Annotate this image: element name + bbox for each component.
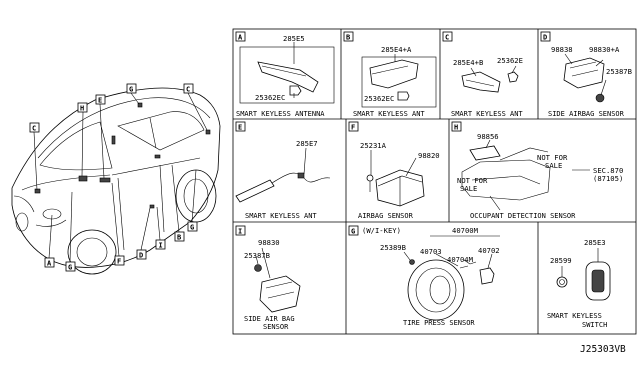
panel-caption: SIDE AIRBAG SENSOR xyxy=(548,110,625,118)
callout-f: F xyxy=(117,258,121,266)
panel-b: B 285E4+A 25362EC SMART KEYLESS ANT xyxy=(343,31,437,118)
callout-box xyxy=(29,122,40,133)
part-number: 285E7 xyxy=(296,139,318,148)
callout-d: D xyxy=(139,252,143,260)
car-callout-leaders xyxy=(33,92,208,263)
panel-caption: SIDE AIR BAG xyxy=(244,315,295,323)
callout-box xyxy=(187,221,198,232)
panel-caption-line2: SENSOR xyxy=(263,323,289,331)
section-reference-number: (87105) xyxy=(593,174,623,183)
panel-caption: SMART KEYLESS xyxy=(547,312,602,320)
car-callouts: C H E G C A G F D I B G xyxy=(29,83,198,272)
panel-caption: SMART KEYLESS ANTENNA xyxy=(236,110,325,118)
panel-caption-line2: SWITCH xyxy=(582,321,607,329)
callout-b: B xyxy=(177,234,181,242)
callout-a: A xyxy=(47,260,52,268)
panel-smart-keyless-switch: 285E3 28599 SMART KEYLESS SWITCH xyxy=(547,238,611,329)
panel-i-key: I xyxy=(238,228,242,236)
panel-i: I 98830 25387B SIDE AIR BAG SENSOR xyxy=(235,225,301,331)
panel-c: C 285E4+B 25362E SMART KEYLESS ANT xyxy=(442,31,523,118)
callout-c-2: C xyxy=(186,86,190,94)
callout-box xyxy=(183,83,194,94)
part-number: 28599 xyxy=(550,256,572,265)
part-number: 98856 xyxy=(477,132,499,141)
panel-caption: SMART KEYLESS ANT xyxy=(245,212,317,220)
part-number: 98830+A xyxy=(589,45,620,54)
part-number: 40704M xyxy=(447,255,474,264)
panel-grid xyxy=(232,28,637,335)
callout-box xyxy=(114,255,125,266)
panel-h: H 98856 NOT FOR SALE NOT FOR SALE SEC.87… xyxy=(451,121,623,220)
panel-e-key: E xyxy=(238,124,242,132)
reference-code: J25303VB xyxy=(580,344,626,355)
callout-box xyxy=(136,249,147,260)
part-number: 25362E xyxy=(497,56,523,65)
part-number: 40700M xyxy=(452,226,479,235)
panel-a-key: A xyxy=(238,34,243,42)
panel-d: D 98838 98830+A 25387B SIDE AIRBAG SENSO… xyxy=(540,31,632,118)
part-number: 25387B xyxy=(606,67,632,76)
panel-caption: SMART KEYLESS ANT xyxy=(451,110,523,118)
part-note: SALE xyxy=(545,161,562,170)
part-number: 25362EC xyxy=(255,93,285,102)
car-illustration xyxy=(11,87,221,275)
callout-box xyxy=(77,102,88,113)
callout-box xyxy=(65,261,76,272)
panel-f-key: F xyxy=(351,124,355,132)
callout-e: E xyxy=(98,97,102,105)
panel-f: F 25231A 98820 AIRBAG SENSOR xyxy=(348,121,440,220)
callout-g-2: G xyxy=(68,264,72,272)
panel-c-key: C xyxy=(445,34,449,42)
callout-box xyxy=(126,83,137,94)
part-note: SALE xyxy=(460,184,477,193)
panel-caption: TIRE PRESS SENSOR xyxy=(403,319,475,327)
part-number: 25389B xyxy=(380,243,406,252)
part-number: 25387B xyxy=(244,251,270,260)
callout-h: H xyxy=(80,105,84,113)
panel-caption: AIRBAG SENSOR xyxy=(358,212,414,220)
callout-box xyxy=(174,231,185,242)
panel-caption: SMART KEYLESS ANT xyxy=(353,110,425,118)
panel-b-key: B xyxy=(346,34,350,42)
panel-a: A 285E5 25362EC SMART KEYLESS ANTENNA xyxy=(235,31,335,118)
callout-g-1: G xyxy=(129,86,133,94)
callout-c-1: C xyxy=(32,125,36,133)
callout-box xyxy=(155,239,166,250)
part-number: 40703 xyxy=(420,247,442,256)
part-number: 285E3 xyxy=(584,238,606,247)
panel-e: E 285E7 SMART KEYLESS ANT xyxy=(235,121,331,220)
part-number: 98830 xyxy=(258,238,280,247)
callout-box xyxy=(44,257,55,268)
panel-g-key: G xyxy=(351,228,355,236)
panel-g: G (W/I-KEY) 40700M 25389B 40703 40702 40… xyxy=(348,225,500,327)
part-number: 98838 xyxy=(551,45,573,54)
part-number: 40702 xyxy=(478,246,500,255)
panel-h-key: H xyxy=(454,124,458,132)
part-number: 285E5 xyxy=(283,34,305,43)
callout-box xyxy=(95,94,106,105)
section-reference: SEC.870 xyxy=(593,166,623,175)
panel-g-variant: (W/I-KEY) xyxy=(362,226,401,235)
part-number: 25231A xyxy=(360,141,387,150)
panel-caption: OCCUPANT DETECTION SENSOR xyxy=(470,212,576,220)
part-number: 98820 xyxy=(418,151,440,160)
part-note: NOT FOR xyxy=(537,153,568,162)
part-number: 25362EC xyxy=(364,94,394,103)
callout-i: I xyxy=(159,242,163,250)
panel-d-key: D xyxy=(543,34,547,42)
part-number: 285E4+A xyxy=(381,45,412,54)
part-number: 285E4+B xyxy=(453,58,483,67)
part-note: NOT FOR xyxy=(457,176,488,185)
callout-g-3: G xyxy=(190,224,194,232)
